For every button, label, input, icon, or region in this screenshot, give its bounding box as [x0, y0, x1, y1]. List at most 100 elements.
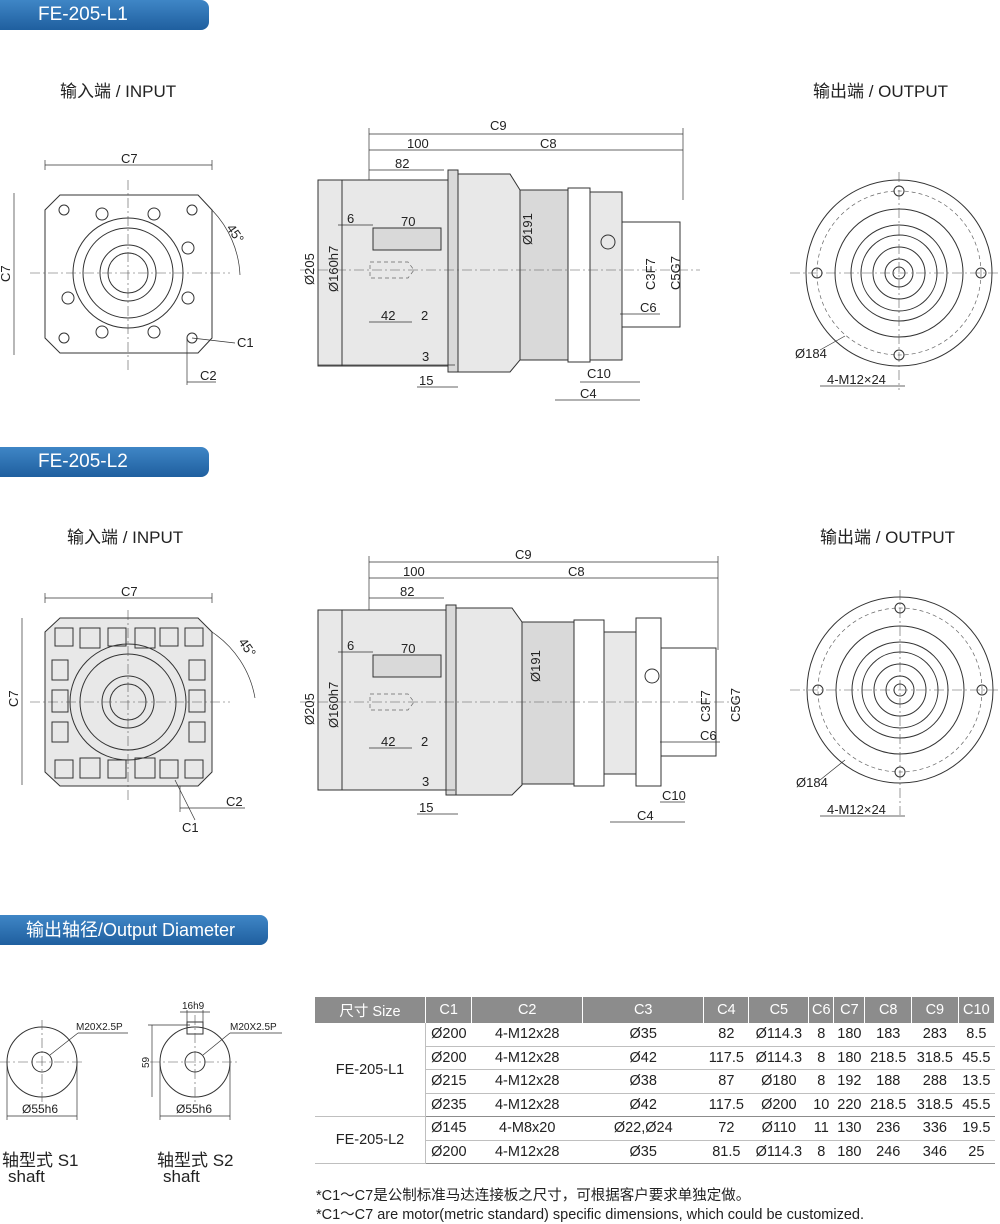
table-cell: Ø35 [582, 1140, 704, 1164]
dim-c6-l1: C6 [640, 300, 657, 315]
table-cell: Ø200 [748, 1093, 809, 1117]
s1-label-cn: 轴型式 S1 [2, 1151, 79, 1170]
dim-c9-l2: C9 [515, 550, 532, 562]
angle-label-l2: 45° [236, 635, 260, 660]
table-cell: 218.5 [864, 1093, 912, 1117]
dim-bolts-l2: 4-M12×24 [827, 802, 886, 817]
table-cell: 192 [833, 1069, 865, 1094]
s2-label-cn: 轴型式 S2 [157, 1151, 234, 1170]
dim-2-l1: 2 [421, 308, 428, 323]
table-cell: 346 [911, 1140, 959, 1164]
section-title-l1: FE-205-L1 [0, 0, 209, 30]
table-cell: 25 [958, 1140, 995, 1164]
dim-70-l2: 70 [401, 641, 415, 656]
table-cell: 4-M12x28 [471, 1069, 583, 1094]
table-cell: Ø35 [582, 1023, 704, 1047]
table-cell: 10 [808, 1093, 834, 1117]
section-title-l2: FE-205-L2 [0, 447, 209, 477]
table-cell: Ø42 [582, 1046, 704, 1070]
s2-label-en: shaft [163, 1167, 200, 1186]
col-header-c7: C7 [833, 997, 866, 1023]
dim-phi160-l2: Ø160h7 [326, 682, 341, 728]
table-cell: 288 [911, 1069, 959, 1094]
dim-c7-left-l1: C7 [0, 265, 13, 282]
output-label-l1: 输出端 / OUTPUT [813, 82, 949, 101]
note-cn: *C1～C7是公制标准马达连接板之尺寸，可根据客户要求单独定做。 [316, 1188, 751, 1204]
model-cell: FE-205-L1 [315, 1023, 426, 1117]
dim-c4-l1: C4 [580, 386, 597, 401]
dim-42-l2: 42 [381, 734, 395, 749]
dim-100-l2: 100 [403, 564, 425, 579]
dim-100-l1: 100 [407, 136, 429, 151]
col-header-size: 尺寸 Size [315, 997, 426, 1023]
dim-70-l1: 70 [401, 214, 415, 229]
dim-c10-l1: C10 [587, 366, 611, 381]
output-view-l2: Ø184 4-M12×24 [790, 590, 1000, 817]
col-header-c5: C5 [748, 997, 810, 1023]
dim-2-l2: 2 [421, 734, 428, 749]
table-cell: Ø22,Ø24 [582, 1116, 704, 1141]
s1-label-en: shaft [8, 1167, 45, 1186]
dim-c1-l1: C1 [237, 335, 254, 350]
table-cell: Ø200 [425, 1140, 472, 1164]
dim-phi205-l2: Ø205 [302, 693, 317, 725]
dim-c9-l1: C9 [490, 118, 507, 133]
table-cell: 8 [808, 1023, 834, 1047]
dim-82-l2: 82 [400, 584, 414, 599]
dim-c4-l2: C4 [637, 808, 654, 823]
table-cell: 180 [833, 1023, 865, 1047]
dim-c8-l1: C8 [540, 136, 557, 151]
table-header-row: 尺寸 Size C1 C2 C3 C4 C5 C6 C7 C8 C9 C10 [315, 997, 996, 1023]
col-header-c6: C6 [808, 997, 835, 1023]
table-cell: 318.5 [911, 1093, 959, 1117]
table-cell: 180 [833, 1140, 865, 1164]
col-header-c1: C1 [425, 997, 473, 1023]
s2-dia: Ø55h6 [176, 1102, 212, 1116]
table-cell: 220 [833, 1093, 865, 1117]
col-header-c10: C10 [958, 997, 996, 1023]
dim-15-l2: 15 [419, 800, 433, 815]
dim-42-l1: 42 [381, 308, 395, 323]
table-cell: Ø215 [425, 1069, 472, 1094]
table-cell: 183 [864, 1023, 912, 1047]
dim-3-l1: 3 [422, 349, 429, 364]
table-cell: 19.5 [958, 1116, 995, 1141]
input-flange-view-l2: C7 C7 45° C2 C1 [6, 584, 259, 835]
table-cell: 81.5 [703, 1140, 749, 1164]
side-view-l2: C9 100 C8 82 70 6 42 2 3 15 Ø205 Ø160h7 [300, 550, 743, 823]
dim-c3f7-l1: C3F7 [643, 258, 658, 290]
table-cell: 8 [808, 1069, 834, 1094]
table-cell: 4-M8x20 [471, 1116, 583, 1141]
spec-table: 尺寸 Size C1 C2 C3 C4 C5 C6 C7 C8 C9 C10 F… [315, 997, 996, 1164]
dim-15-l1: 15 [419, 373, 433, 388]
col-header-c2: C2 [471, 997, 584, 1023]
note-en: *C1～C7 are motor(metric standard) specif… [316, 1207, 864, 1223]
s1-thread: M20X2.5P [76, 1022, 123, 1033]
table-cell: 246 [864, 1140, 912, 1164]
input-flange-view-l1: C7 C7 45° C1 C2 [0, 151, 254, 385]
col-header-c3: C3 [582, 997, 705, 1023]
model-cell: FE-205-L2 [315, 1116, 426, 1164]
dim-c2-l2: C2 [226, 794, 243, 809]
output-diameter-title: 输出轴径/Output Diameter [0, 915, 268, 945]
table-cell: 283 [911, 1023, 959, 1047]
dim-6-l1: 6 [347, 211, 354, 226]
table-cell: Ø114.3 [748, 1023, 809, 1047]
angle-label-l1: 45° [224, 221, 248, 246]
dim-c7-top-l2: C7 [121, 584, 138, 599]
dim-c1-l2: C1 [182, 820, 199, 835]
table-cell: 4-M12x28 [471, 1023, 583, 1047]
shaft-s1: M20X2.5P Ø55h6 [0, 1020, 128, 1120]
table-cell: Ø200 [425, 1046, 472, 1070]
output-label-l2: 输出端 / OUTPUT [820, 528, 956, 547]
drawing-l2: C7 C7 45° C2 C1 C9 [6, 550, 1000, 835]
table-cell: 117.5 [703, 1046, 749, 1070]
s2-thread: M20X2.5P [230, 1022, 277, 1033]
table-cell: Ø235 [425, 1093, 472, 1117]
dim-c5g7-l1: C5G7 [668, 256, 683, 290]
